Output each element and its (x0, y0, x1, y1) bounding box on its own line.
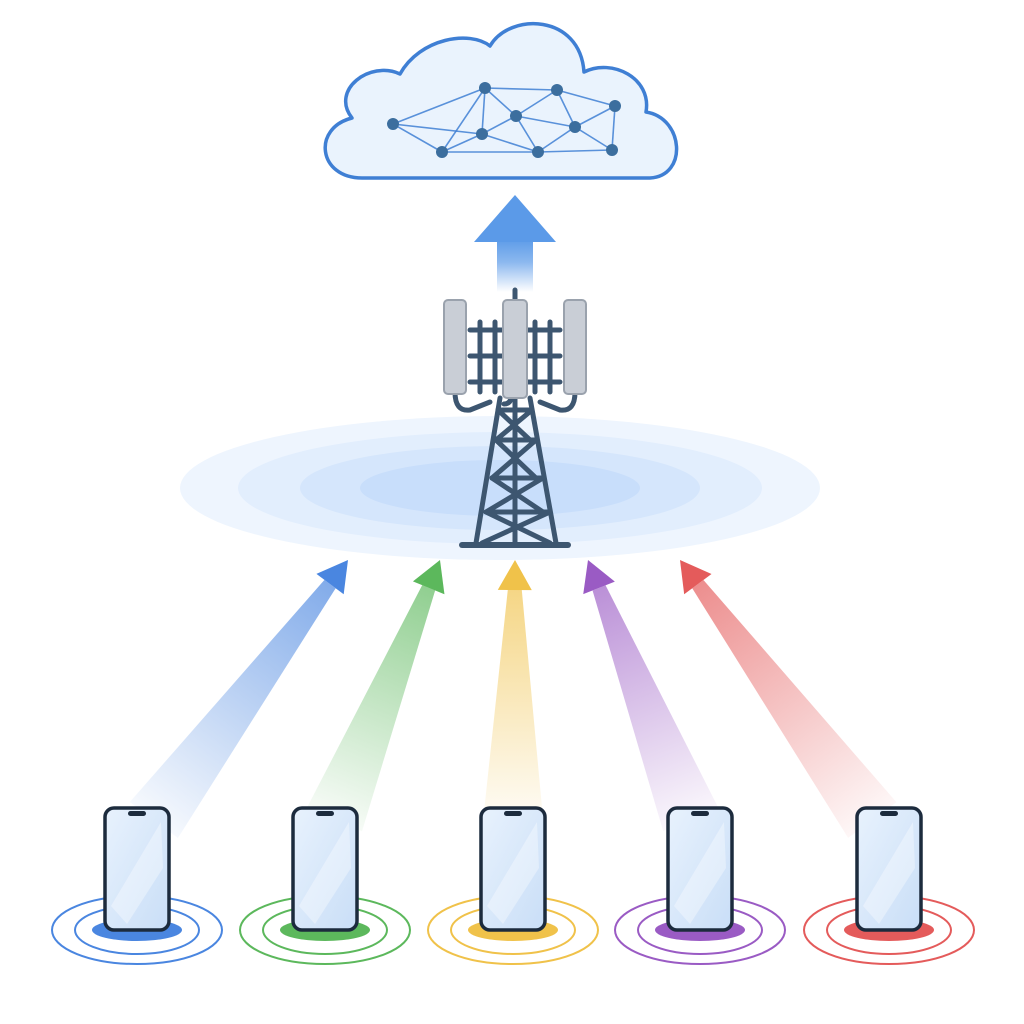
network-link (515, 115, 539, 153)
network-link (392, 87, 486, 125)
arrow-head-icon (497, 560, 532, 591)
cloud-network-icon (323, 22, 679, 180)
screen-glare (299, 822, 351, 924)
network-link (392, 123, 483, 135)
network-link (515, 115, 576, 128)
arrow-head-icon (680, 560, 712, 595)
uplink-beam (592, 585, 719, 832)
phone-body (103, 806, 171, 932)
network-node (551, 84, 563, 96)
network-link (537, 149, 613, 153)
network-node (532, 146, 544, 158)
uplink-beam (692, 579, 897, 838)
network-node (606, 144, 618, 156)
arrow-head-icon (316, 560, 348, 595)
phone-notch (316, 811, 334, 816)
network-node (510, 110, 522, 122)
phone-notch (128, 811, 146, 816)
network-node (476, 128, 488, 140)
network-node (609, 100, 621, 112)
antenna-panel (443, 299, 467, 395)
phone-body (666, 806, 734, 932)
arrow-head-icon (583, 560, 615, 595)
network-link (481, 133, 539, 153)
network-link (484, 87, 558, 91)
phone-notch (691, 811, 709, 816)
uplink-beam (483, 589, 544, 821)
network-link (556, 89, 616, 107)
smartphone-icon (239, 806, 411, 965)
network-link (441, 87, 486, 153)
network-link (537, 126, 576, 153)
phone-body (479, 806, 547, 932)
arrow-head-icon (412, 560, 445, 595)
uplink-beam (306, 585, 436, 832)
smartphone-icon (803, 806, 975, 965)
phone-body (291, 806, 359, 932)
network-link (392, 123, 443, 153)
uplink-beams (129, 560, 897, 838)
network-link (481, 115, 517, 135)
antenna-panel (563, 299, 587, 395)
phone-body (855, 806, 923, 932)
screen-glare (487, 822, 539, 924)
phone-notch (880, 811, 898, 816)
screen-glare (111, 822, 163, 924)
network-node (479, 82, 491, 94)
smartphone-icon (427, 806, 599, 965)
uplink-beam (129, 579, 336, 838)
network-node (387, 118, 399, 130)
arrow-up-icon (474, 195, 556, 292)
coverage-area (180, 416, 820, 560)
network-link (574, 126, 613, 151)
smartphone-icon (51, 806, 223, 965)
network-link (515, 89, 558, 117)
antenna-panel (502, 299, 528, 399)
screen-glare (674, 822, 726, 924)
network-link (481, 87, 486, 135)
cell-tower-icon (443, 287, 587, 548)
network-link (441, 133, 483, 153)
smartphone-icon (614, 806, 786, 965)
screen-glare (863, 822, 915, 924)
network-link (556, 89, 576, 128)
network-link (574, 105, 616, 128)
network-link (611, 105, 616, 151)
device-row (51, 806, 975, 965)
network-link (484, 87, 517, 117)
network-node (569, 121, 581, 133)
network-node (436, 146, 448, 158)
phone-notch (504, 811, 522, 816)
